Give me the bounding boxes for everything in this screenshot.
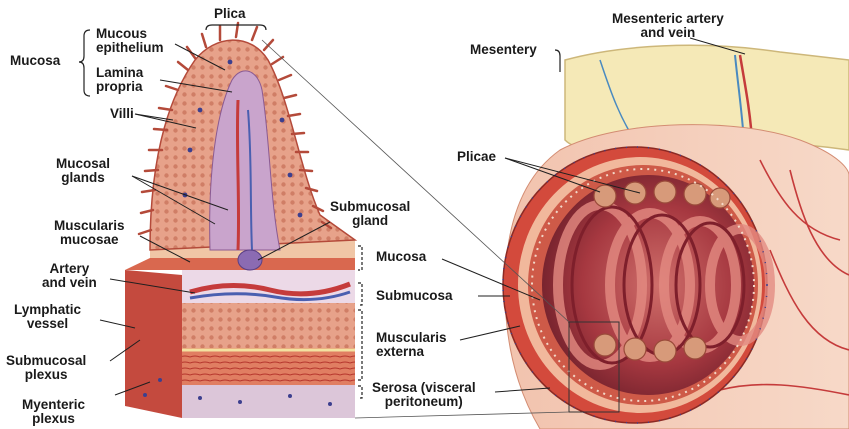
mucosa-right-bracket [358, 246, 362, 270]
wall-section-block [125, 240, 355, 418]
label-artery-and-vein: Artery and vein [42, 262, 97, 290]
label-muscularis-externa: Muscularis externa [376, 331, 447, 359]
mesentery-bracket [555, 50, 560, 72]
label-mucosal-glands: Mucosal glands [56, 157, 110, 185]
serosa-layer [182, 385, 355, 418]
label-myenteric-plexus: Myenteric plexus [22, 398, 85, 426]
serosa-bracket [358, 386, 362, 398]
label-plicae: Plicae [457, 150, 496, 164]
longitudinal-muscle-layer [182, 348, 355, 385]
label-villi: Villi [110, 107, 134, 121]
plica-fold [139, 23, 355, 270]
label-serosa: Serosa (visceral peritoneum) [372, 381, 476, 409]
label-mucous-epithelium: Mucous epithelium [96, 27, 164, 55]
mucosa-left-bracket [79, 30, 90, 96]
circular-muscle-layer [182, 303, 355, 348]
label-mucosa-left: Mucosa [10, 54, 60, 68]
label-lamina-propria: Lamina propria [96, 66, 143, 94]
label-submucosal-plexus: Submucosal plexus [6, 354, 86, 382]
label-mesenteric-artery-and-vein: Mesenteric artery and vein [612, 12, 724, 40]
label-lymphatic-vessel: Lymphatic vessel [14, 303, 81, 331]
label-mucosa-right: Mucosa [376, 250, 426, 264]
label-submucosal-gland: Submucosal gland [330, 200, 410, 228]
muscularis-externa-bracket [358, 310, 362, 380]
submucosa-bracket [358, 283, 362, 305]
label-muscularis-mucosae: Muscularis mucosae [54, 219, 125, 247]
label-mesentery: Mesentery [470, 43, 537, 57]
intestine-tube [503, 45, 849, 429]
label-submucosa: Submucosa [376, 289, 453, 303]
label-plica: Plica [214, 7, 246, 21]
